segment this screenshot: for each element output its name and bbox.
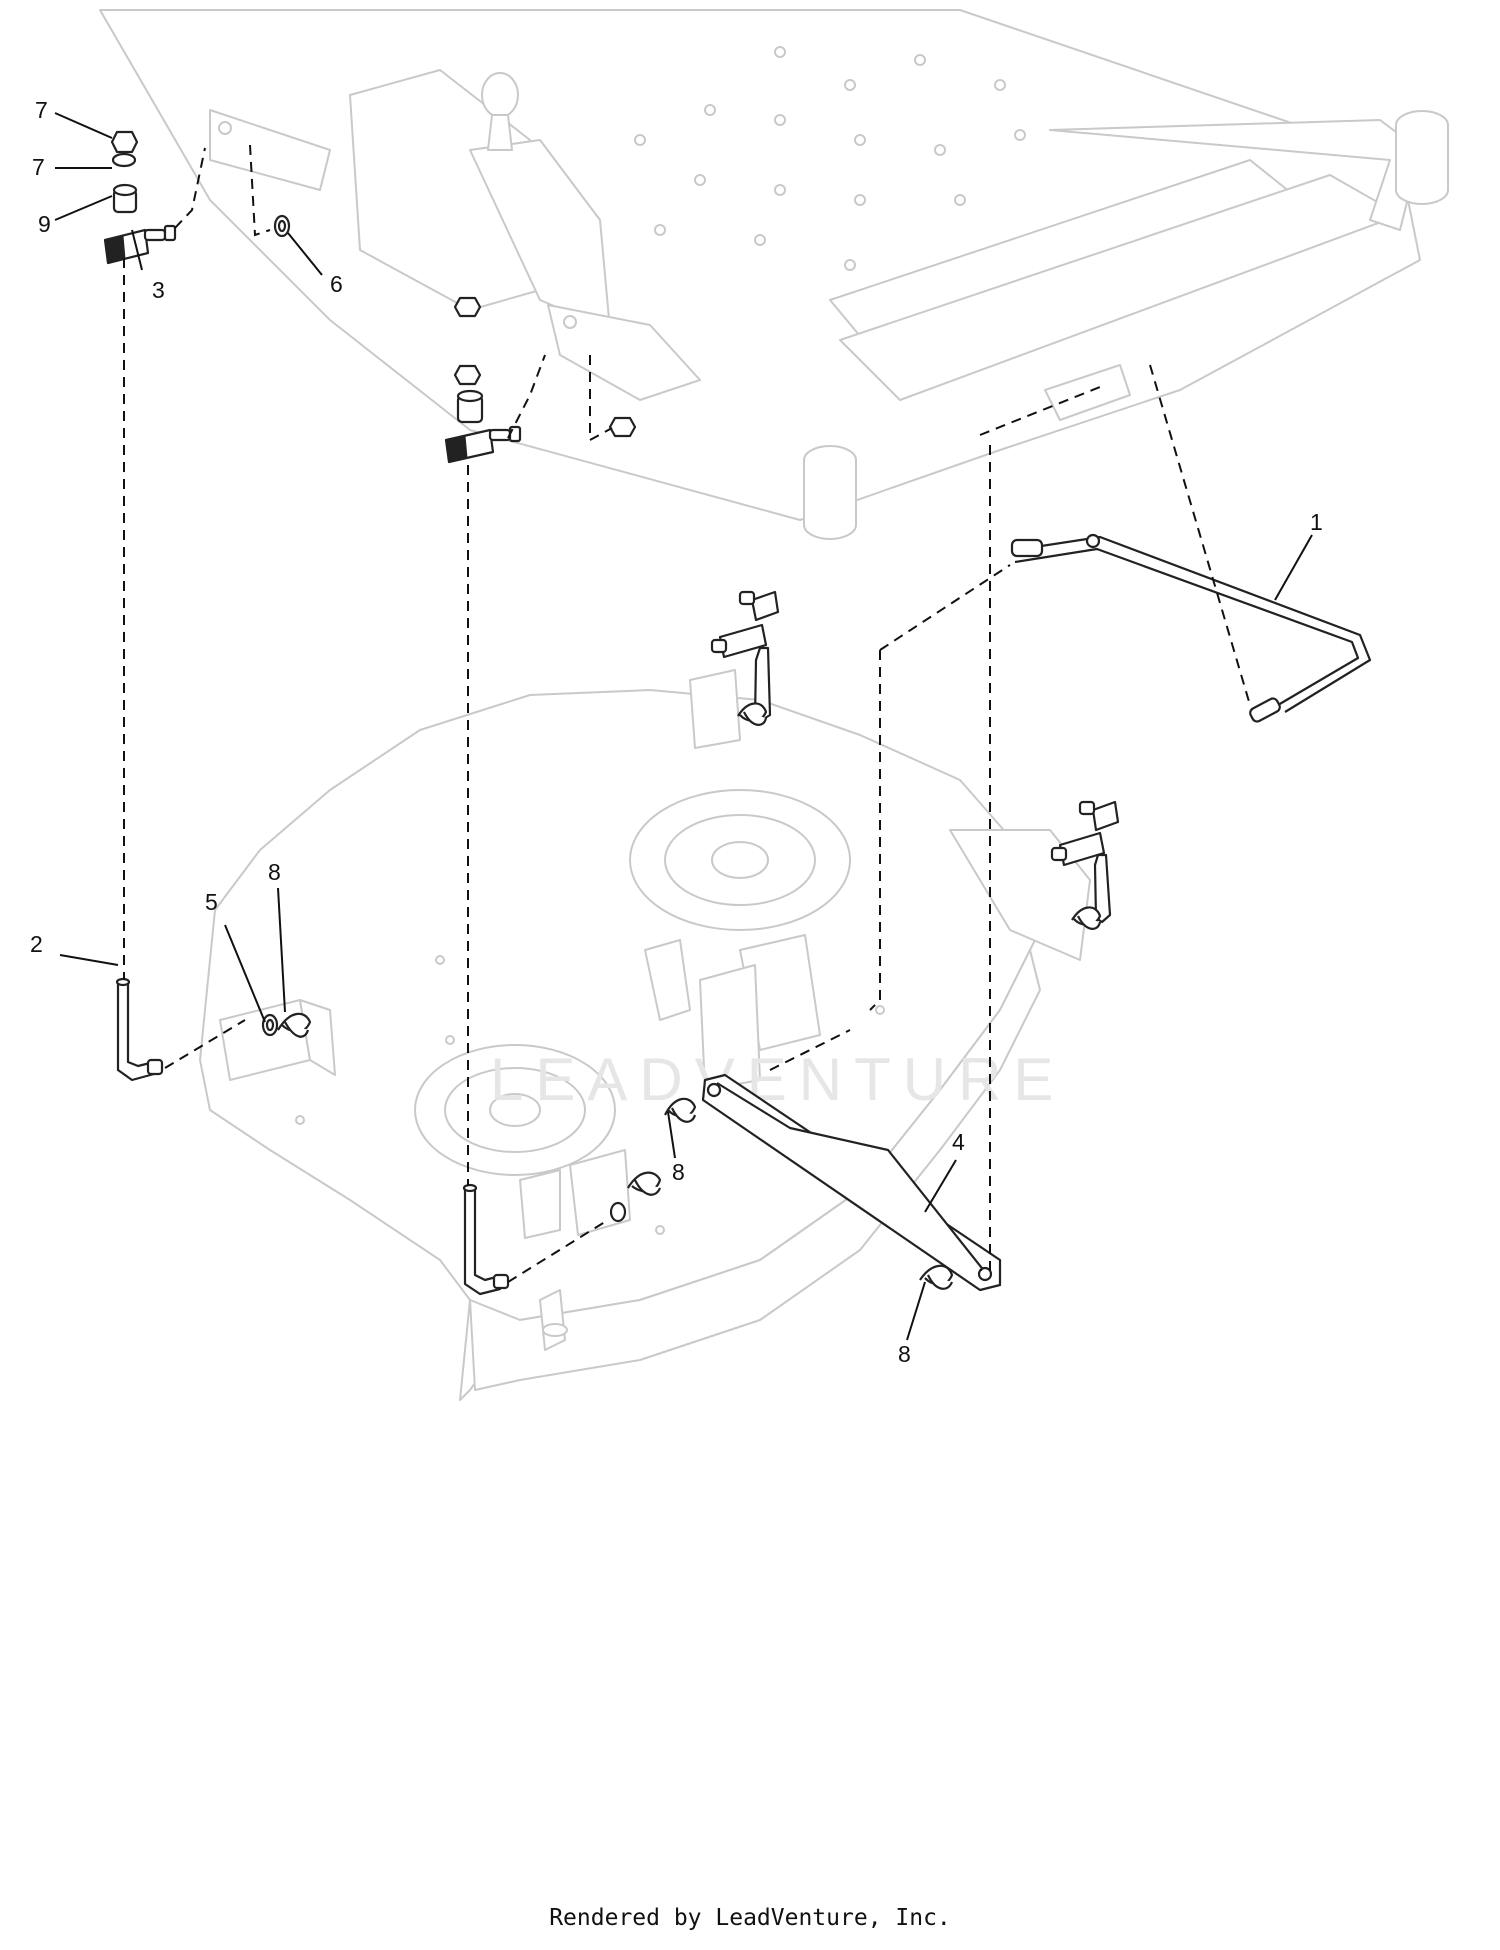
callout-9: 9 bbox=[38, 211, 51, 237]
part-3-pivot-block-center bbox=[444, 296, 522, 464]
tractor-frame bbox=[99, 9, 1449, 540]
assembly-lines bbox=[123, 144, 1251, 1283]
callout-8-right: 8 bbox=[898, 1341, 911, 1367]
part-6-washer bbox=[273, 214, 291, 238]
part-3-pivot-block-left bbox=[103, 130, 177, 265]
callout-5: 5 bbox=[205, 889, 218, 915]
frame-holes bbox=[634, 46, 1026, 271]
mower-deck bbox=[199, 669, 1091, 1401]
callout-labels: 1 2 3 4 5 6 7 7 8 8 8 9 bbox=[30, 97, 1323, 1367]
part-8-hairpin-center bbox=[664, 1097, 697, 1123]
adjuster-rod-center bbox=[710, 590, 780, 726]
part-5-washer-left bbox=[261, 1013, 279, 1037]
part-8-hairpin-left bbox=[277, 1012, 312, 1038]
part-6-nut-center bbox=[608, 416, 637, 438]
render-credit: Rendered by LeadVenture, Inc. bbox=[549, 1905, 951, 1931]
part-8-hairpin-right bbox=[919, 1264, 954, 1290]
part-2-lift-pin-left bbox=[115, 977, 164, 1082]
part-1-lift-rod bbox=[1010, 533, 1372, 723]
callout-8-left: 8 bbox=[268, 859, 281, 885]
leader-lines bbox=[54, 112, 1313, 1341]
callout-7-top: 7 bbox=[35, 97, 48, 123]
callout-6: 6 bbox=[330, 271, 343, 297]
watermark-text: LEADVENTURE bbox=[490, 1046, 1065, 1113]
callout-1: 1 bbox=[1310, 509, 1323, 535]
callout-3: 3 bbox=[152, 277, 165, 303]
callout-8-center: 8 bbox=[672, 1159, 685, 1185]
callout-7-lower: 7 bbox=[32, 154, 45, 180]
part-8-hairpin-lower-center bbox=[609, 1171, 662, 1223]
part-4-hanger-bar bbox=[701, 1073, 1002, 1292]
adjuster-rod-right bbox=[1050, 800, 1120, 930]
callout-2: 2 bbox=[30, 931, 43, 957]
callout-4: 4 bbox=[952, 1129, 965, 1155]
